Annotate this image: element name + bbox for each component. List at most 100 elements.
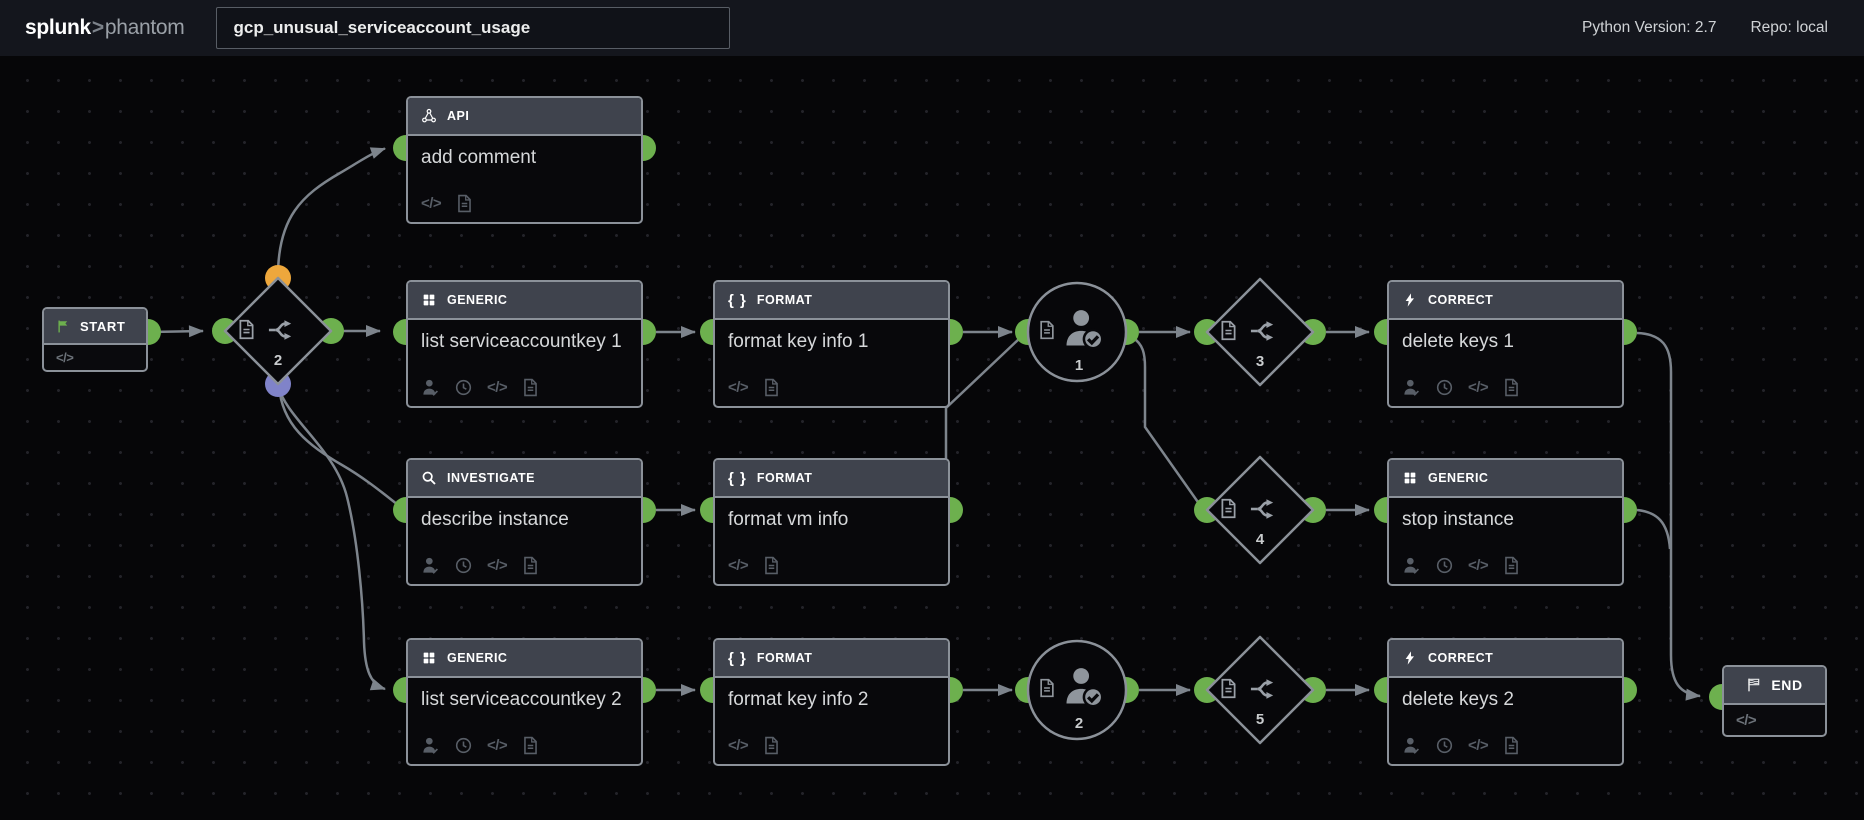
person-check-icon [421,736,440,755]
node-title: delete keys 1 [1402,331,1514,352]
action-node-delete-keys-1[interactable]: CORRECT delete keys 1 </> [1387,280,1624,408]
decision-number: 3 [1256,353,1264,370]
edge-approval-1-to-decision-4 [1132,336,1202,506]
clock-icon [1435,556,1454,575]
document-icon [762,378,781,397]
document-icon [762,556,781,575]
approval-number: 2 [1075,715,1083,732]
port-layer [135,135,1735,710]
code-icon: </> [421,195,442,212]
person-check-icon [1402,556,1421,575]
node-header: API [408,98,641,136]
document-icon [762,736,781,755]
green-flag-icon [56,319,71,334]
action-node-format-key-info-1[interactable]: { } FORMAT format key info 1 </> [713,280,950,408]
node-footer: </> [421,194,474,213]
code-icon: </> [487,379,508,396]
node-footer: </> [421,556,540,575]
node-header: GENERIC [408,640,641,678]
node-category-label: GENERIC [1428,471,1489,485]
node-title: describe instance [421,509,569,530]
approval-node-1[interactable]: 1 [1026,281,1128,383]
start-node-header: START [44,309,146,345]
node-header: CORRECT [1389,282,1622,320]
decision-number: 5 [1256,711,1264,728]
playbook-name-input[interactable] [216,7,731,49]
node-title: list serviceaccountkey 2 [421,689,622,710]
search-icon [421,470,437,486]
end-node[interactable]: END </> [1722,665,1827,737]
action-node-describe-instance[interactable]: INVESTIGATE describe instance </> [406,458,643,586]
braces-icon: { } [728,291,747,309]
document-icon [521,556,540,575]
node-footer: </> [421,378,540,397]
node-footer: </> [421,736,540,755]
action-node-list-serviceaccountkey-2[interactable]: GENERIC list serviceaccountkey 2 </> [406,638,643,766]
decision-node-3[interactable]: 3 [1205,277,1315,387]
top-bar: splunk>phantom Python Version: 2.7 Repo:… [0,0,1864,57]
action-node-list-serviceaccountkey-1[interactable]: GENERIC list serviceaccountkey 1 </> [406,280,643,408]
person-check-icon [421,556,440,575]
node-header: { } FORMAT [715,282,948,320]
code-icon: </> [1468,557,1489,574]
node-title: list serviceaccountkey 1 [421,331,622,352]
edge-stop-instance-to-end [1636,508,1672,550]
approval-number: 1 [1075,357,1083,374]
repo-label: Repo: local [1750,19,1828,36]
action-node-add-comment[interactable]: API add comment </> [406,96,643,224]
node-footer: </> [1402,378,1521,397]
node-title: delete keys 2 [1402,689,1514,710]
clock-icon [1435,378,1454,397]
person-check-icon [1402,378,1421,397]
action-node-format-vm-info[interactable]: { } FORMAT format vm info </> [713,458,950,586]
document-icon [1502,556,1521,575]
code-icon: </> [728,737,749,754]
code-icon: </> [56,350,74,365]
node-header: GENERIC [408,282,641,320]
bolt-icon [1402,292,1418,308]
node-footer: </> [728,378,781,397]
node-category-label: INVESTIGATE [447,471,535,485]
checkered-flag-icon [1746,677,1762,693]
code-icon: </> [1736,711,1757,729]
action-node-format-key-info-2[interactable]: { } FORMAT format key info 2 </> [713,638,950,766]
braces-icon: { } [728,649,747,667]
document-icon [455,194,474,213]
code-icon: </> [728,557,749,574]
clock-icon [454,736,473,755]
start-node-body: </> [44,345,146,370]
node-category-label: FORMAT [756,293,813,307]
code-icon: </> [487,737,508,754]
bolt-icon [1402,650,1418,666]
python-version-label: Python Version: 2.7 [1582,19,1717,36]
edge-delete-keys-1-to-end [1636,331,1701,701]
action-node-delete-keys-2[interactable]: CORRECT delete keys 2 </> [1387,638,1624,766]
top-bar-meta: Python Version: 2.7 Repo: local [1582,19,1828,37]
node-footer: </> [1402,556,1521,575]
decision-node-2[interactable]: 2 [223,276,333,386]
node-category-label: CORRECT [1428,651,1494,665]
playbook-canvas[interactable]: 2 3 4 5 [0,57,1864,820]
approval-node-2[interactable]: 2 [1026,639,1128,741]
splunk-phantom-logo: splunk>phantom [25,16,185,40]
node-category-label: GENERIC [447,651,508,665]
action-node-stop-instance[interactable]: GENERIC stop instance </> [1387,458,1624,586]
document-icon [521,736,540,755]
node-category-label: CORRECT [1428,293,1494,307]
node-category-label: FORMAT [756,471,813,485]
clock-icon [454,378,473,397]
node-category-label: GENERIC [447,293,508,307]
decision-node-4[interactable]: 4 [1205,455,1315,565]
grid-icon [421,292,437,308]
braces-icon: { } [728,469,747,487]
api-icon [421,108,437,124]
decision-node-5[interactable]: 5 [1205,635,1315,745]
end-node-body: </> [1724,705,1825,735]
code-icon: </> [728,379,749,396]
start-node[interactable]: START </> [42,307,148,372]
document-icon [1502,736,1521,755]
grid-icon [421,650,437,666]
code-icon: </> [1468,737,1489,754]
node-category-label: FORMAT [756,651,813,665]
